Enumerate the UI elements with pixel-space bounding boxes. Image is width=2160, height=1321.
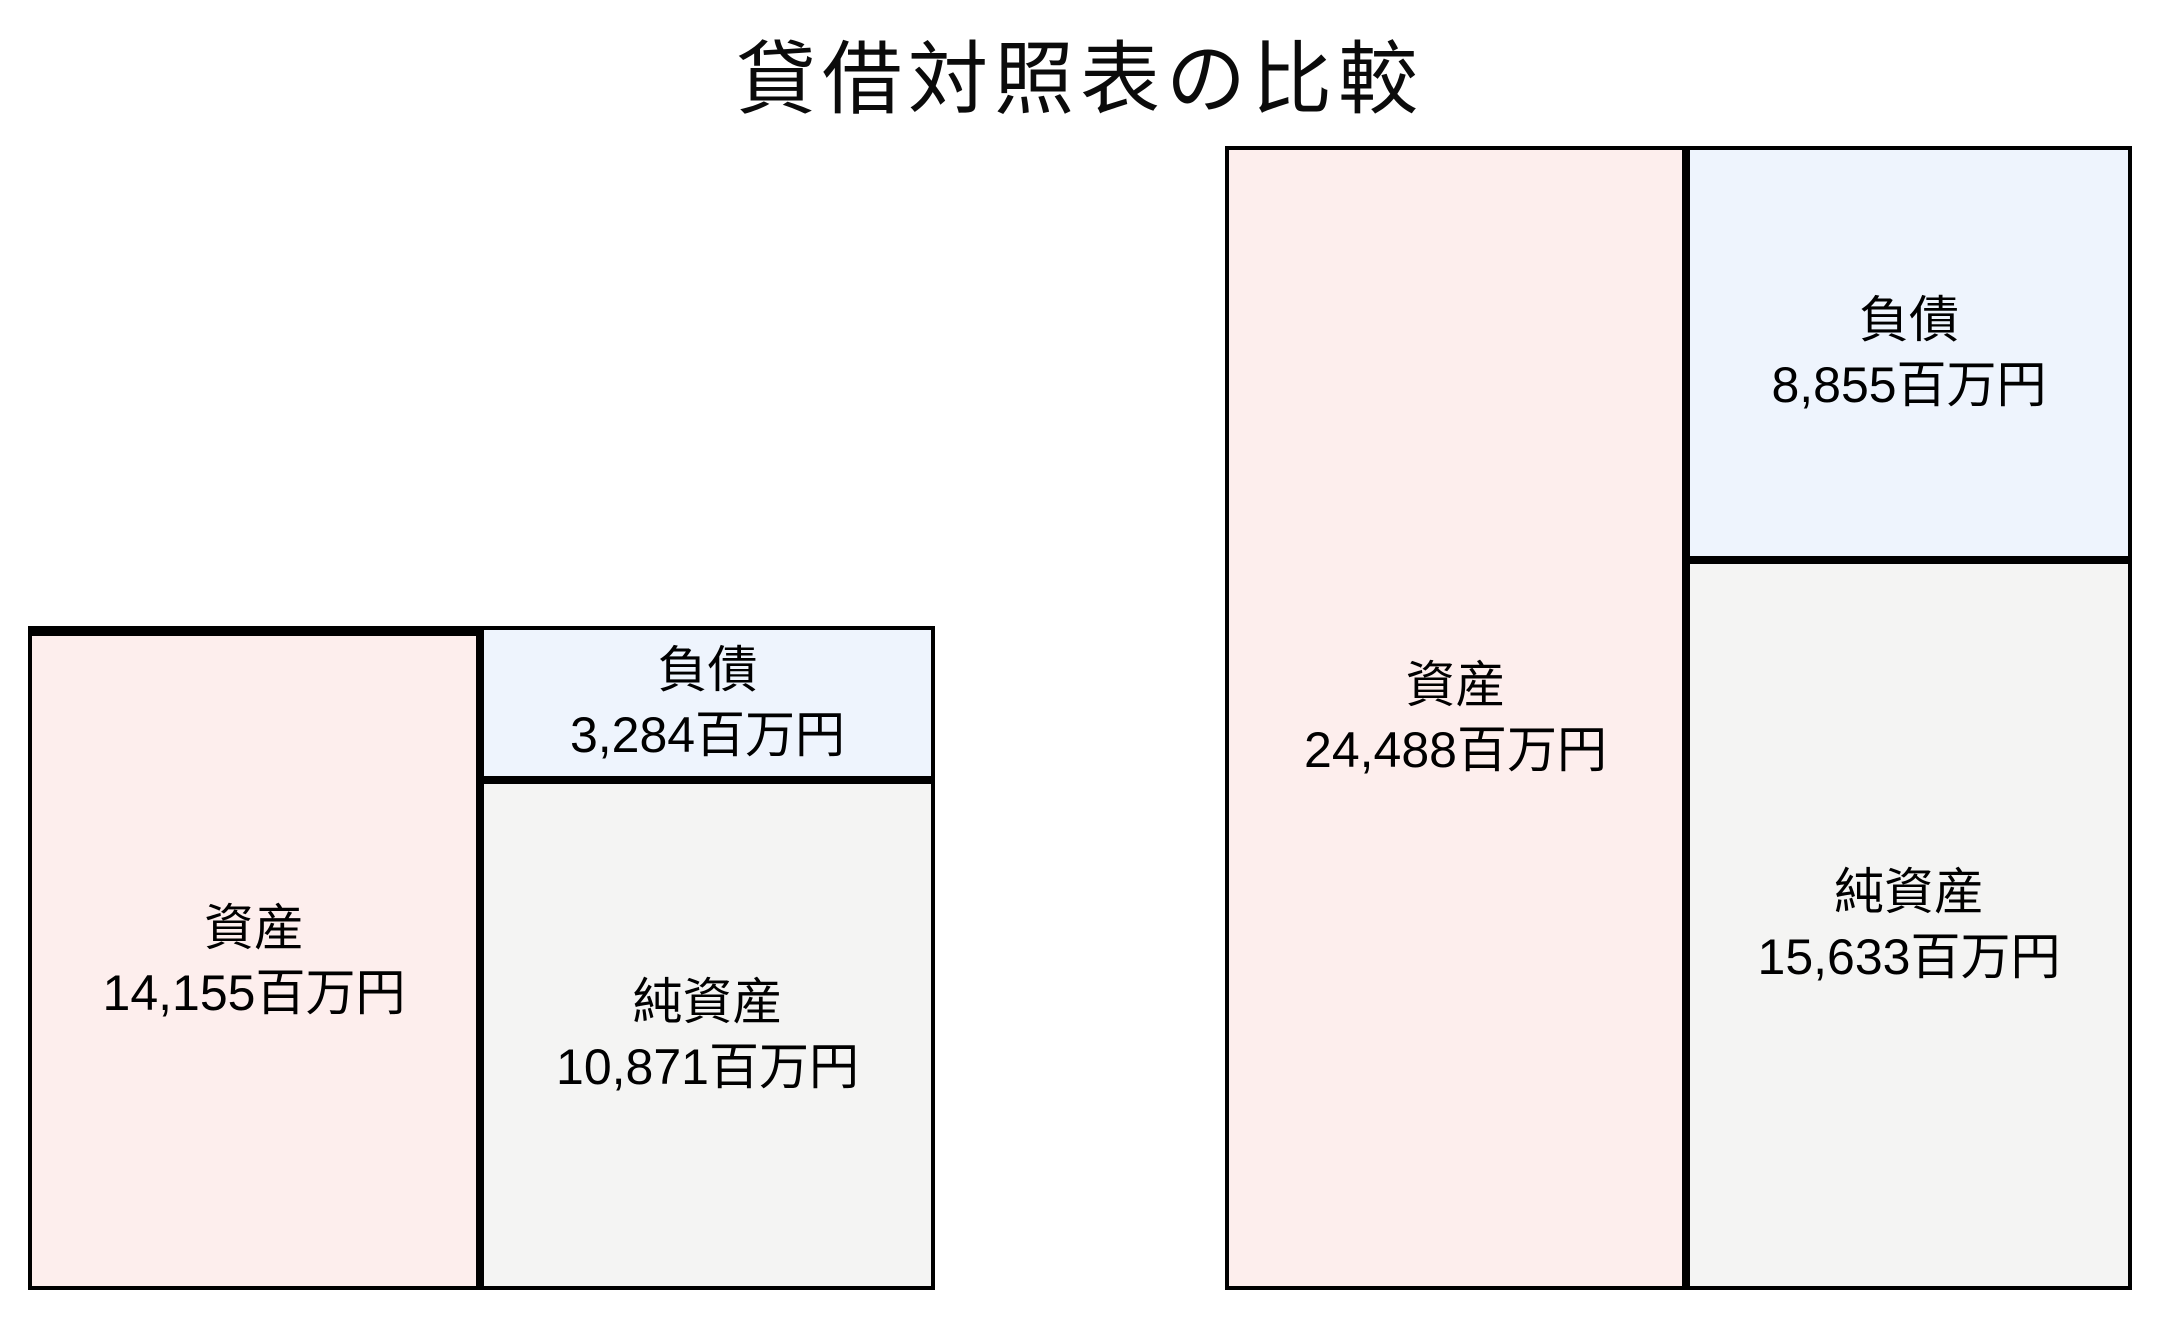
left-liabilities-label-group: 負債 3,284百万円 [570,638,845,768]
left-net-assets-label: 純資産 [632,974,783,1030]
right-liabilities-value: 8,855百万円 [1771,357,2047,413]
chart-title: 貸借対照表の比較 [736,35,1424,124]
left-net-assets-box: 純資産 10,871百万円 [480,780,935,1290]
left-liabilities-value: 3,284百万円 [569,707,846,763]
right-liabilities-label-group: 負債 8,855百万円 [1771,288,2046,418]
left-assets-value: 14,155百万円 [102,965,406,1021]
right-assets-label-group: 資産 24,488百万円 [1304,653,1607,783]
left-net-assets-label-group: 純資産 10,871百万円 [556,970,859,1100]
left-assets-box: 資産 14,155百万円 [28,626,480,1290]
left-net-assets-value: 10,871百万円 [556,1039,859,1095]
right-net-assets-label-group: 純資産 15,633百万円 [1758,860,2061,990]
right-assets-value: 24,488百万円 [1304,722,1607,778]
left-liabilities-label: 負債 [657,642,758,698]
right-net-assets-value: 15,633百万円 [1757,929,2061,985]
left-assets-label-group: 資産 14,155百万円 [103,896,406,1026]
right-assets-label: 資産 [1405,657,1506,713]
right-assets-box: 資産 24,488百万円 [1225,146,1686,1290]
right-liabilities-label: 負債 [1859,292,1959,348]
left-liabilities-box: 負債 3,284百万円 [480,626,935,780]
left-assets-label: 資産 [204,900,304,956]
right-net-assets-box: 純資産 15,633百万円 [1686,560,2132,1290]
right-liabilities-box: 負債 8,855百万円 [1686,146,2132,560]
right-net-assets-label: 純資産 [1834,864,1984,920]
